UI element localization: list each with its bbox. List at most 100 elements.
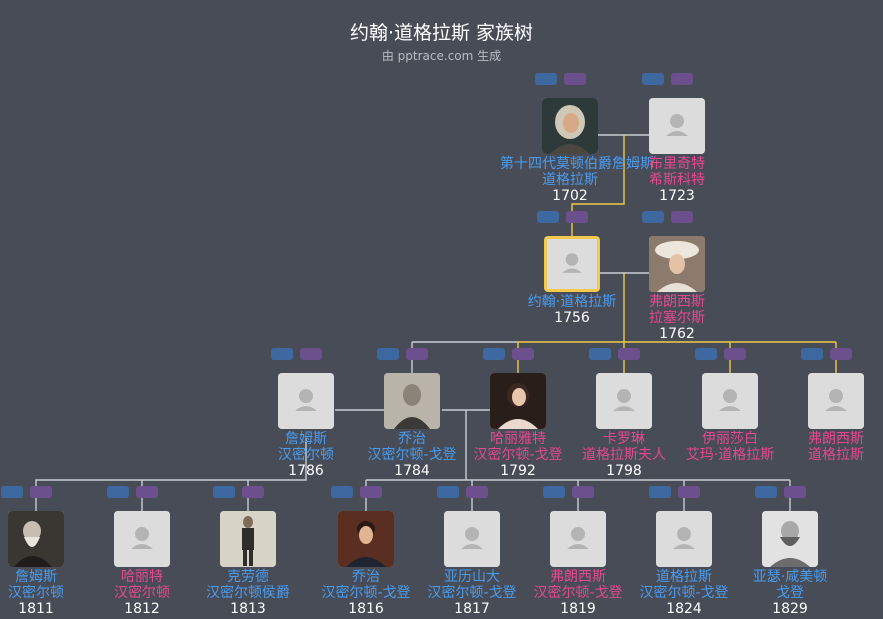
- person-name-line: 拉塞尔斯: [649, 310, 705, 326]
- avatar-placeholder-icon[interactable]: [444, 511, 500, 567]
- portrait-photo[interactable]: [490, 373, 546, 429]
- portrait-photo[interactable]: [384, 373, 440, 429]
- relation-tabs: [213, 486, 294, 498]
- portrait-photo[interactable]: [542, 98, 598, 154]
- avatar-placeholder-icon[interactable]: [808, 373, 864, 429]
- expand-father-tab[interactable]: [642, 73, 664, 85]
- person-name-line: 弗朗西斯: [808, 431, 864, 447]
- expand-father-tab[interactable]: [589, 348, 611, 360]
- expand-father-tab[interactable]: [755, 486, 777, 498]
- birth-year: 1798: [606, 463, 642, 479]
- person-name: 弗朗西斯道格拉斯: [766, 431, 883, 463]
- expand-father-tab[interactable]: [331, 486, 353, 498]
- person-name-line: 亚瑟·咸美顿: [752, 569, 828, 585]
- expand-father-tab[interactable]: [437, 486, 459, 498]
- expand-mother-tab[interactable]: [830, 348, 852, 360]
- person-name-line: 汉密尔顿: [8, 585, 64, 601]
- expand-mother-tab[interactable]: [136, 486, 158, 498]
- expand-father-tab[interactable]: [483, 348, 505, 360]
- expand-mother-tab[interactable]: [512, 348, 534, 360]
- expand-father-tab[interactable]: [535, 73, 557, 85]
- avatar-placeholder-icon[interactable]: [544, 236, 600, 292]
- person-name-line: 詹姆斯: [15, 569, 57, 585]
- expand-father-tab[interactable]: [1, 486, 23, 498]
- birth-year: 1756: [554, 310, 590, 326]
- person-name-line: 汉密尔顿-戈登: [639, 585, 729, 601]
- person-name-line: 汉密尔顿-戈登: [533, 585, 623, 601]
- expand-mother-tab[interactable]: [784, 486, 806, 498]
- person-name-line: 布里奇特: [649, 156, 705, 172]
- birth-year: 1819: [560, 601, 596, 617]
- person-name-line: 卡罗琳: [603, 431, 645, 447]
- expand-father-tab[interactable]: [543, 486, 565, 498]
- expand-father-tab[interactable]: [801, 348, 823, 360]
- person-name-line: 哈丽特: [121, 569, 163, 585]
- person-name-line: 汉密尔顿-戈登: [473, 447, 563, 463]
- avatar-placeholder-icon[interactable]: [550, 511, 606, 567]
- expand-mother-tab[interactable]: [572, 486, 594, 498]
- expand-mother-tab[interactable]: [30, 486, 52, 498]
- expand-mother-tab[interactable]: [618, 348, 640, 360]
- avatar-placeholder-icon[interactable]: [278, 373, 334, 429]
- person-name: 克劳德汉密尔顿侯爵: [178, 569, 318, 601]
- expand-mother-tab[interactable]: [360, 486, 382, 498]
- expand-mother-tab[interactable]: [300, 348, 322, 360]
- person-name-line: 汉密尔顿-戈登: [321, 585, 411, 601]
- expand-mother-tab[interactable]: [566, 211, 588, 223]
- avatar-placeholder-icon[interactable]: [649, 98, 705, 154]
- person-name-line: 乔治: [352, 569, 380, 585]
- avatar-placeholder-icon[interactable]: [114, 511, 170, 567]
- person-name: 哈丽特汉密尔顿: [72, 569, 212, 601]
- person-name-line: 詹姆斯: [285, 431, 327, 447]
- expand-mother-tab[interactable]: [671, 73, 693, 85]
- person-name: 哈丽雅特汉密尔顿-戈登: [448, 431, 588, 463]
- person-name: 亚瑟·咸美顿戈登: [720, 569, 860, 601]
- expand-father-tab[interactable]: [695, 348, 717, 360]
- expand-father-tab[interactable]: [649, 486, 671, 498]
- relation-tabs: [483, 348, 564, 360]
- person-name: 亚历山大汉密尔顿-戈登: [402, 569, 542, 601]
- person-name-line: 哈丽雅特: [490, 431, 546, 447]
- portrait-photo[interactable]: [8, 511, 64, 567]
- connector: [517, 342, 837, 374]
- person-name: 道格拉斯汉密尔顿-戈登: [614, 569, 754, 601]
- expand-father-tab[interactable]: [537, 211, 559, 223]
- person-name-line: 汉密尔顿-戈登: [367, 447, 457, 463]
- portrait-photo[interactable]: [220, 511, 276, 567]
- birth-year: 1824: [666, 601, 702, 617]
- relation-tabs: [543, 486, 624, 498]
- page-subtitle: 由 pptrace.com 生成: [381, 49, 502, 63]
- expand-mother-tab[interactable]: [724, 348, 746, 360]
- relation-tabs: [537, 211, 618, 223]
- birth-year: 1784: [394, 463, 430, 479]
- expand-father-tab[interactable]: [271, 348, 293, 360]
- person-name-line: 第十四代莫顿伯爵詹姆斯: [500, 156, 654, 172]
- birth-year: 1816: [348, 601, 384, 617]
- birth-year: 1702: [552, 188, 588, 204]
- portrait-photo[interactable]: [338, 511, 394, 567]
- relation-tabs: [642, 211, 723, 223]
- person-name-line: 艾玛·道格拉斯: [685, 447, 775, 463]
- expand-mother-tab[interactable]: [466, 486, 488, 498]
- person-name-line: 希斯科特: [649, 172, 705, 188]
- portrait-photo[interactable]: [762, 511, 818, 567]
- portrait-photo[interactable]: [649, 236, 705, 292]
- person-name: 约翰·道格拉斯: [502, 294, 642, 310]
- avatar-placeholder-icon[interactable]: [656, 511, 712, 567]
- person-name: 詹姆斯汉密尔顿: [236, 431, 376, 463]
- person-name-line: 道格拉斯夫人: [582, 447, 666, 463]
- expand-mother-tab[interactable]: [671, 211, 693, 223]
- expand-father-tab[interactable]: [642, 211, 664, 223]
- expand-mother-tab[interactable]: [242, 486, 264, 498]
- birth-year: 1792: [500, 463, 536, 479]
- expand-mother-tab[interactable]: [564, 73, 586, 85]
- person-name-line: 弗朗西斯: [550, 569, 606, 585]
- expand-father-tab[interactable]: [377, 348, 399, 360]
- avatar-placeholder-icon[interactable]: [702, 373, 758, 429]
- avatar-placeholder-icon[interactable]: [596, 373, 652, 429]
- expand-father-tab[interactable]: [213, 486, 235, 498]
- person-name: 布里奇特希斯科特: [607, 156, 747, 188]
- expand-father-tab[interactable]: [107, 486, 129, 498]
- expand-mother-tab[interactable]: [678, 486, 700, 498]
- expand-mother-tab[interactable]: [406, 348, 428, 360]
